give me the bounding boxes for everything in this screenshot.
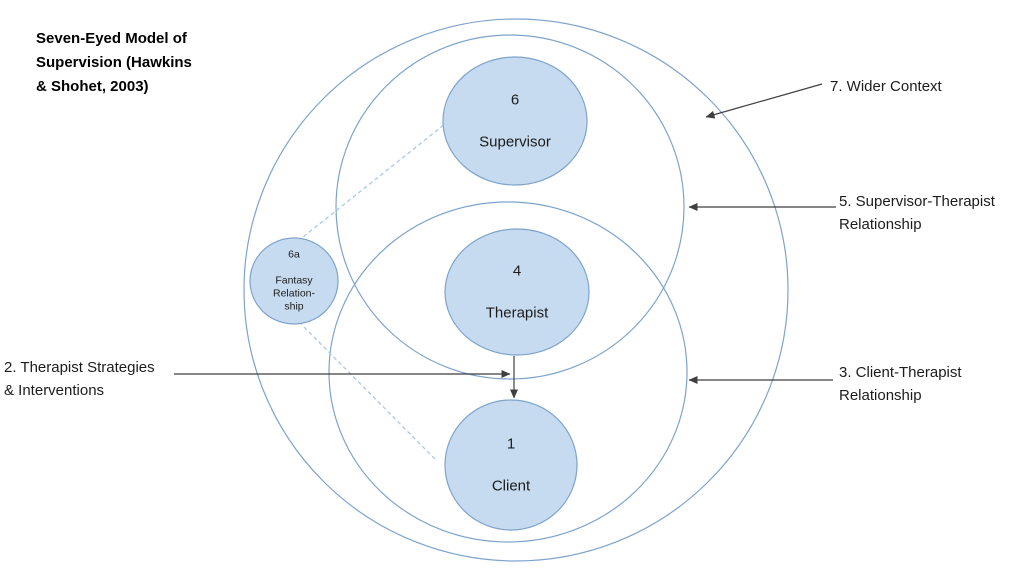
- supervisor-node-text: Supervisor: [479, 133, 551, 151]
- therapist-node-circle: [444, 228, 590, 356]
- wider-context-label: 7. Wider Context: [830, 78, 942, 95]
- client-node-label: 1 Client: [492, 413, 530, 518]
- client-node-number: 1: [506, 435, 516, 453]
- wider-context-arrow: [705, 83, 823, 119]
- client-node-text: Client: [491, 477, 531, 495]
- therapist-node-number: 4: [512, 262, 522, 280]
- supervisor-therapist-circle: [335, 34, 685, 380]
- supervisor-node-circle: [442, 56, 588, 186]
- fantasy-node-label: 6a Fantasy Relation- ship: [273, 236, 315, 327]
- supervisor-therapist-label: 5. Supervisor-Therapist Relationship: [839, 193, 995, 233]
- supervisor-node-number: 6: [510, 91, 520, 109]
- therapist-strategies-label: 2. Therapist Strategies & Interventions: [4, 359, 155, 399]
- client-node-circle: [444, 399, 578, 531]
- fantasy-node-circle: [249, 237, 339, 325]
- therapist-node-text: Therapist: [485, 304, 549, 322]
- fantasy-supervisor-dashed-line: [297, 123, 446, 242]
- diagram-title: Seven-Eyed Model of Supervision (Hawkins…: [36, 30, 192, 95]
- fantasy-node-text: Fantasy Relation- ship: [272, 274, 316, 313]
- supervisor-node-label: 6 Supervisor: [479, 69, 551, 174]
- wider-context-circle: [243, 18, 789, 562]
- therapist-node-label: 4 Therapist: [486, 240, 549, 345]
- fantasy-node-number: 6a: [288, 248, 300, 261]
- client-therapist-circle: [328, 201, 688, 543]
- fantasy-client-dashed-line: [298, 321, 438, 462]
- client-therapist-label: 3. Client-Therapist Relationship: [839, 364, 962, 404]
